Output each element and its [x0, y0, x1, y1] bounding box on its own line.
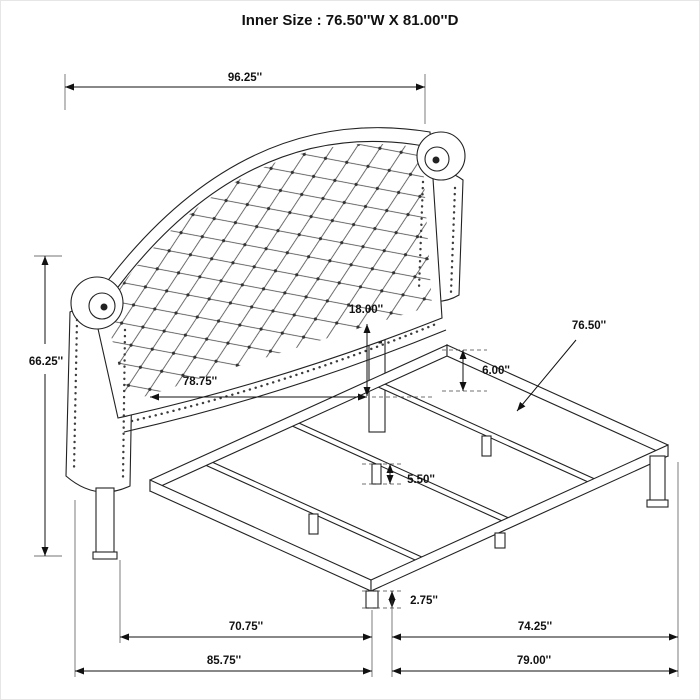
- dim-headboard-width: 96.25'': [64, 72, 426, 124]
- dim-inner-leg-span: 78.75'': [150, 376, 367, 401]
- dim-bottom-inner-left: 70.75'': [120, 621, 372, 641]
- dim-inner-width-leader: [516, 339, 577, 412]
- dim-overall-height-label: 66.25'': [29, 356, 64, 368]
- left-scroll-center: [100, 303, 108, 311]
- dim-rail-height-label: 6.00'': [482, 365, 510, 377]
- nailhead-trim-right-inner: [449, 186, 457, 294]
- slat-rail-1: [202, 457, 425, 565]
- dim-front-foot-label: 2.75'': [410, 595, 438, 607]
- right-foot-leg-cap: [646, 499, 669, 508]
- nailhead-trim-left-inner: [121, 328, 127, 480]
- dim-bottom-outer-left: 85.75'': [75, 655, 372, 675]
- dim-support-foot-label: 5.50'': [407, 474, 435, 486]
- headboard-tufting: [104, 143, 432, 402]
- dim-headboard-panel-drop: 18.00'': [349, 304, 432, 398]
- headboard-left-leg-foot: [92, 551, 118, 560]
- slat-support-foot-1: [308, 513, 319, 535]
- slat-rail-2: [289, 418, 512, 526]
- dim-support-foot-height: 5.50'': [362, 463, 435, 486]
- slat-support-foot-2: [371, 463, 382, 485]
- dim-headboard-width-label: 96.25'': [228, 72, 263, 84]
- dim-inner-leg-span-label: 78.75'': [183, 376, 218, 388]
- dim-bottom-outer-left-label: 85.75'': [207, 655, 242, 667]
- foot-rail: [370, 444, 669, 592]
- dim-bottom-inner-right: 74.25'': [392, 621, 678, 641]
- dim-rail-height: 6.00'': [442, 349, 510, 392]
- dim-bottom-inner-right-label: 74.25'': [518, 621, 553, 633]
- slat-rail-3: [375, 379, 598, 487]
- dim-bottom-outer-right-label: 79.00'': [517, 655, 552, 667]
- right-foot-leg: [649, 455, 666, 505]
- left-side-rail: [149, 479, 372, 592]
- dimension-annotations: 96.25'' 66.25'' 18.00'' 78.75'' 76.50'': [29, 72, 679, 677]
- dim-bottom-outer-right: 79.00'': [392, 655, 678, 675]
- bed-drawing: [65, 127, 669, 609]
- right-scroll-center: [432, 156, 440, 164]
- headboard-bottom-band: [123, 329, 447, 433]
- dim-inner-width-label: 76.50'': [572, 320, 607, 332]
- dim-overall-height: 66.25'': [29, 255, 64, 557]
- dim-panel-drop-label: 18.00'': [349, 304, 384, 316]
- front-corner-foot: [365, 590, 379, 609]
- diagram-title: Inner Size : 76.50''W X 81.00''D: [241, 12, 459, 29]
- front-mid-foot: [494, 532, 506, 549]
- dim-inner-width: 76.50'': [516, 320, 607, 412]
- nailhead-trim-right-outer: [417, 180, 425, 290]
- headboard-roll-edge: [103, 140, 425, 307]
- headboard-left-leg: [95, 487, 115, 557]
- nailhead-trim-left-outer: [72, 318, 79, 472]
- dim-bottom-inner-left-label: 70.75'': [229, 621, 264, 633]
- slat-support-foot-3: [481, 435, 492, 457]
